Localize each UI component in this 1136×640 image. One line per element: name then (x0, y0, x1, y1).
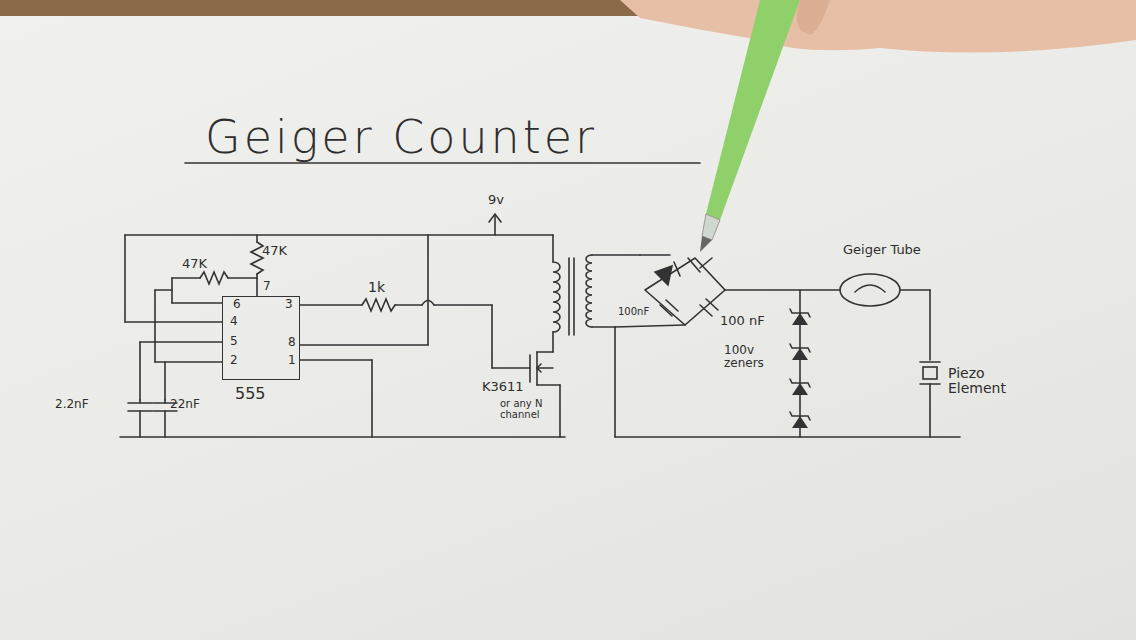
pin-number: 2 (230, 354, 238, 367)
capacitor-value: 100 nF (720, 314, 765, 328)
pin-number: 8 (288, 336, 296, 349)
pin-number: 1 (288, 354, 296, 367)
part-label: Geiger Tube (843, 243, 921, 257)
capacitor-value: 22nF (170, 398, 200, 411)
pin-number: 5 (230, 335, 238, 348)
part-label: Piezo Element (948, 366, 1028, 397)
pin-number: 7 (263, 280, 271, 293)
zener-label: 100v zeners (724, 344, 784, 370)
capacitor-value: 2.2nF (55, 398, 89, 411)
pin-number: 6 (233, 298, 241, 311)
resistor-value: 47K (182, 257, 207, 271)
pin-number: 4 (230, 315, 238, 328)
chip-label: 555 (235, 385, 266, 403)
resistor-value: 1k (368, 280, 385, 295)
part-number: K3611 (482, 380, 524, 394)
wires (120, 163, 960, 437)
part-note: or any N channel (500, 398, 570, 420)
supply-label: 9v (488, 193, 504, 207)
background-props (0, 0, 1136, 252)
resistor-value: 47K (262, 244, 287, 258)
capacitor-value: 100nF (618, 306, 649, 317)
title: Geiger Counter (205, 112, 597, 163)
pin-number: 3 (285, 298, 293, 311)
